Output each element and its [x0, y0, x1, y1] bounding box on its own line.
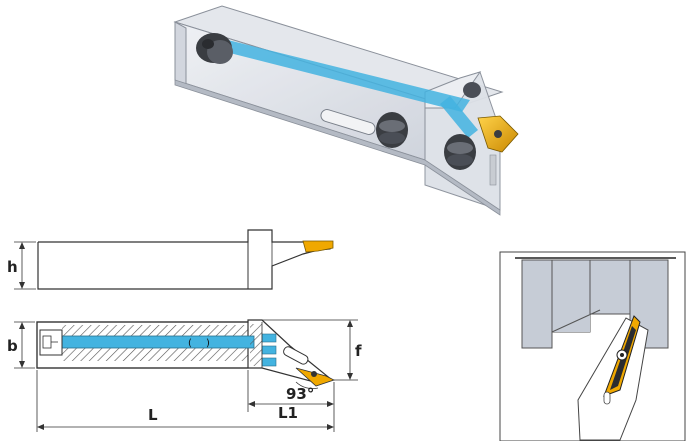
angle-label: 93°	[286, 385, 314, 403]
housing-bottom-face	[174, 79, 501, 216]
angle-arc	[295, 381, 319, 389]
hatch-lower	[62, 348, 248, 361]
dim-l1-label: L1	[278, 404, 298, 422]
screw-left	[196, 33, 233, 64]
svg-text:): )	[206, 338, 210, 349]
dim-f-label: f	[355, 342, 362, 360]
coolant-channel-3d	[218, 40, 470, 112]
isometric-view	[173, 5, 519, 216]
screw-top	[463, 82, 481, 98]
screw-middle	[376, 112, 408, 148]
housing-side-face	[174, 21, 187, 88]
top-view: ( ) 93° b f	[7, 319, 362, 432]
clamp-slot	[283, 346, 309, 365]
screw-right	[444, 134, 476, 170]
dim-l-label: L	[148, 406, 158, 424]
workpiece-block-3	[589, 259, 631, 315]
workpiece-block-1	[521, 259, 553, 349]
svg-text:(: (	[188, 338, 192, 349]
coolant-branch-3d	[440, 96, 478, 138]
insert-side	[302, 240, 334, 253]
slot-3d	[320, 109, 376, 135]
head-hatch	[250, 324, 262, 366]
side-view-outline	[37, 229, 331, 290]
dim-h-label: h	[7, 258, 18, 276]
coolant-channel-top	[61, 335, 255, 349]
hatch-upper	[62, 325, 248, 336]
side-view: h	[7, 229, 334, 290]
detail-view	[499, 251, 686, 441]
dim-b-label: b	[7, 337, 18, 355]
